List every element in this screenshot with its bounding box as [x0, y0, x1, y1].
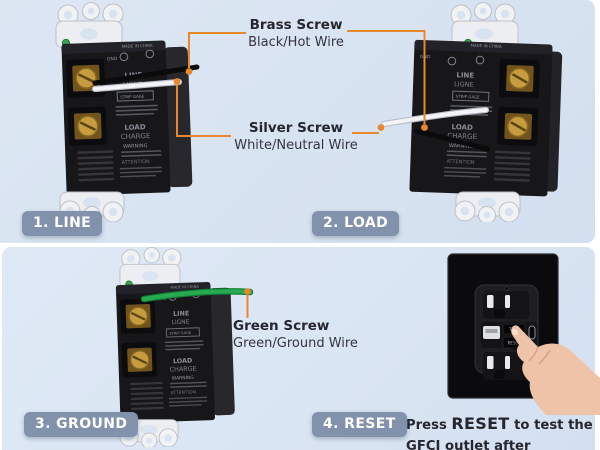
callout-silver-title: Silver Screw: [248, 120, 344, 136]
callout-green: Green Screw Green/Ground Wire: [233, 317, 383, 353]
callout-green-subtitle: Green/Ground Wire: [233, 336, 358, 351]
callout-silver: Silver Screw White/Neutral Wire: [206, 119, 386, 155]
callout-brass-title: Brass Screw: [249, 17, 343, 33]
note-post: to test the GFCI outlet after installati…: [406, 418, 593, 450]
step-badge-line: 1. LINE: [22, 211, 103, 236]
callout-green-title: Green Screw: [233, 318, 330, 334]
note-pre: Press: [406, 418, 447, 434]
step-badge-ground: 3. GROUND: [24, 412, 139, 437]
step-badge-reset: 4. RESET: [312, 412, 407, 437]
callout-brass-subtitle: Black/Hot Wire: [248, 35, 344, 50]
note-reset-emphasis: RESET: [451, 414, 510, 434]
step-badge-load: 2. LOAD: [312, 211, 400, 236]
callout-brass: Brass Screw Black/Hot Wire: [206, 16, 386, 52]
reset-instruction-note: Press RESET to test the GFCI outlet afte…: [406, 413, 600, 450]
callout-silver-subtitle: White/Neutral Wire: [234, 138, 358, 153]
